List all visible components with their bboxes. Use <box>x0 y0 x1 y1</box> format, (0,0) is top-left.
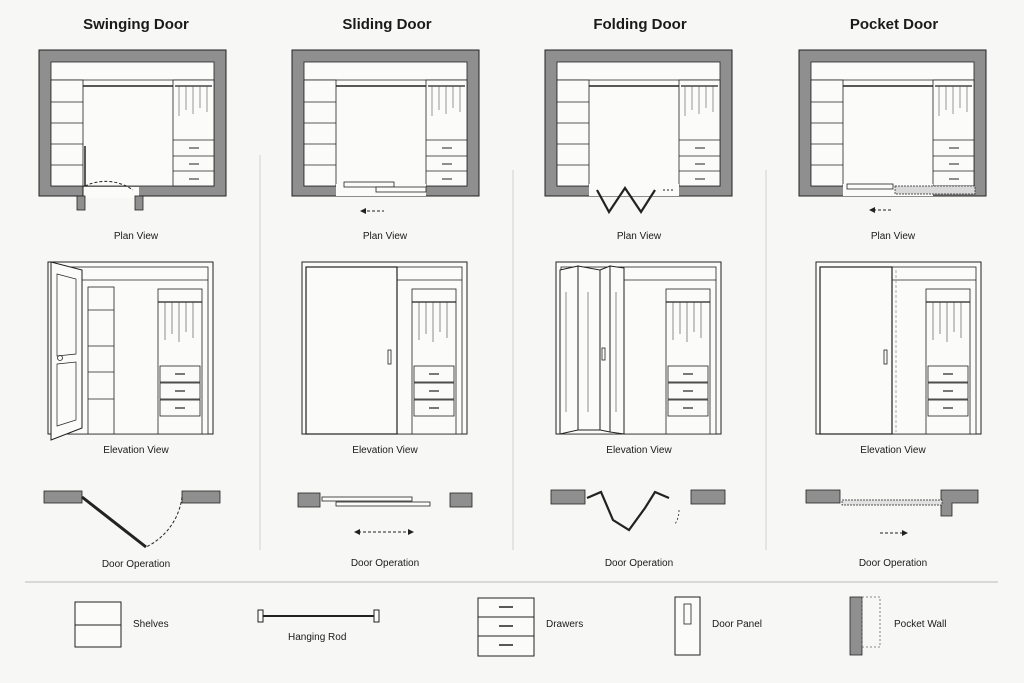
sliding-plan-label: Plan View <box>362 231 408 242</box>
folding-elevation-label: Elevation View <box>606 445 672 456</box>
swinging-elevation-label: Elevation View <box>103 445 169 456</box>
sliding-elevation-label: Elevation View <box>352 445 418 456</box>
door-panel-legend-label: Door Panel <box>712 619 763 630</box>
folding-operation-label: Door Operation <box>604 558 674 569</box>
swinging-door-title: Swinging Door <box>83 16 189 33</box>
pocket-wall-legend-label: Pocket Wall <box>894 619 947 630</box>
swinging-elevation-view <box>47 261 214 441</box>
pocket-door-title: Pocket Door <box>849 16 939 33</box>
folding-door-operation <box>550 489 726 532</box>
folding-plan-view <box>544 49 733 215</box>
pocket-plan-label: Plan View <box>870 231 916 242</box>
pocket-wall-legend-icon <box>849 596 881 656</box>
door-panel-legend-icon <box>674 596 701 656</box>
swinging-operation-label: Door Operation <box>101 559 171 570</box>
sliding-door-operation <box>297 492 473 535</box>
pocket-door-operation <box>805 489 979 536</box>
folding-plan-label: Plan View <box>616 231 662 242</box>
swinging-plan-view <box>38 49 227 211</box>
hanging-rod-legend-label: Hanging Rod <box>288 632 347 643</box>
shelves-legend-label: Shelves <box>133 619 169 630</box>
hanging-rod-legend-icon <box>257 609 380 623</box>
drawers-legend-icon <box>477 597 535 657</box>
pocket-elevation-label: Elevation View <box>860 445 926 456</box>
sliding-elevation-view <box>301 261 468 435</box>
swinging-door-operation <box>43 490 221 549</box>
sliding-operation-label: Door Operation <box>350 558 420 569</box>
swinging-plan-label: Plan View <box>113 231 159 242</box>
folding-elevation-view <box>555 261 722 435</box>
sliding-door-title: Sliding Door <box>342 16 432 33</box>
pocket-plan-view <box>798 49 987 213</box>
pocket-elevation-view <box>815 261 982 435</box>
drawers-legend-label: Drawers <box>546 619 584 630</box>
pocket-operation-label: Door Operation <box>858 558 928 569</box>
shelves-legend-icon <box>74 601 122 648</box>
folding-door-title: Folding Door <box>593 16 687 33</box>
sliding-plan-view <box>291 49 480 214</box>
